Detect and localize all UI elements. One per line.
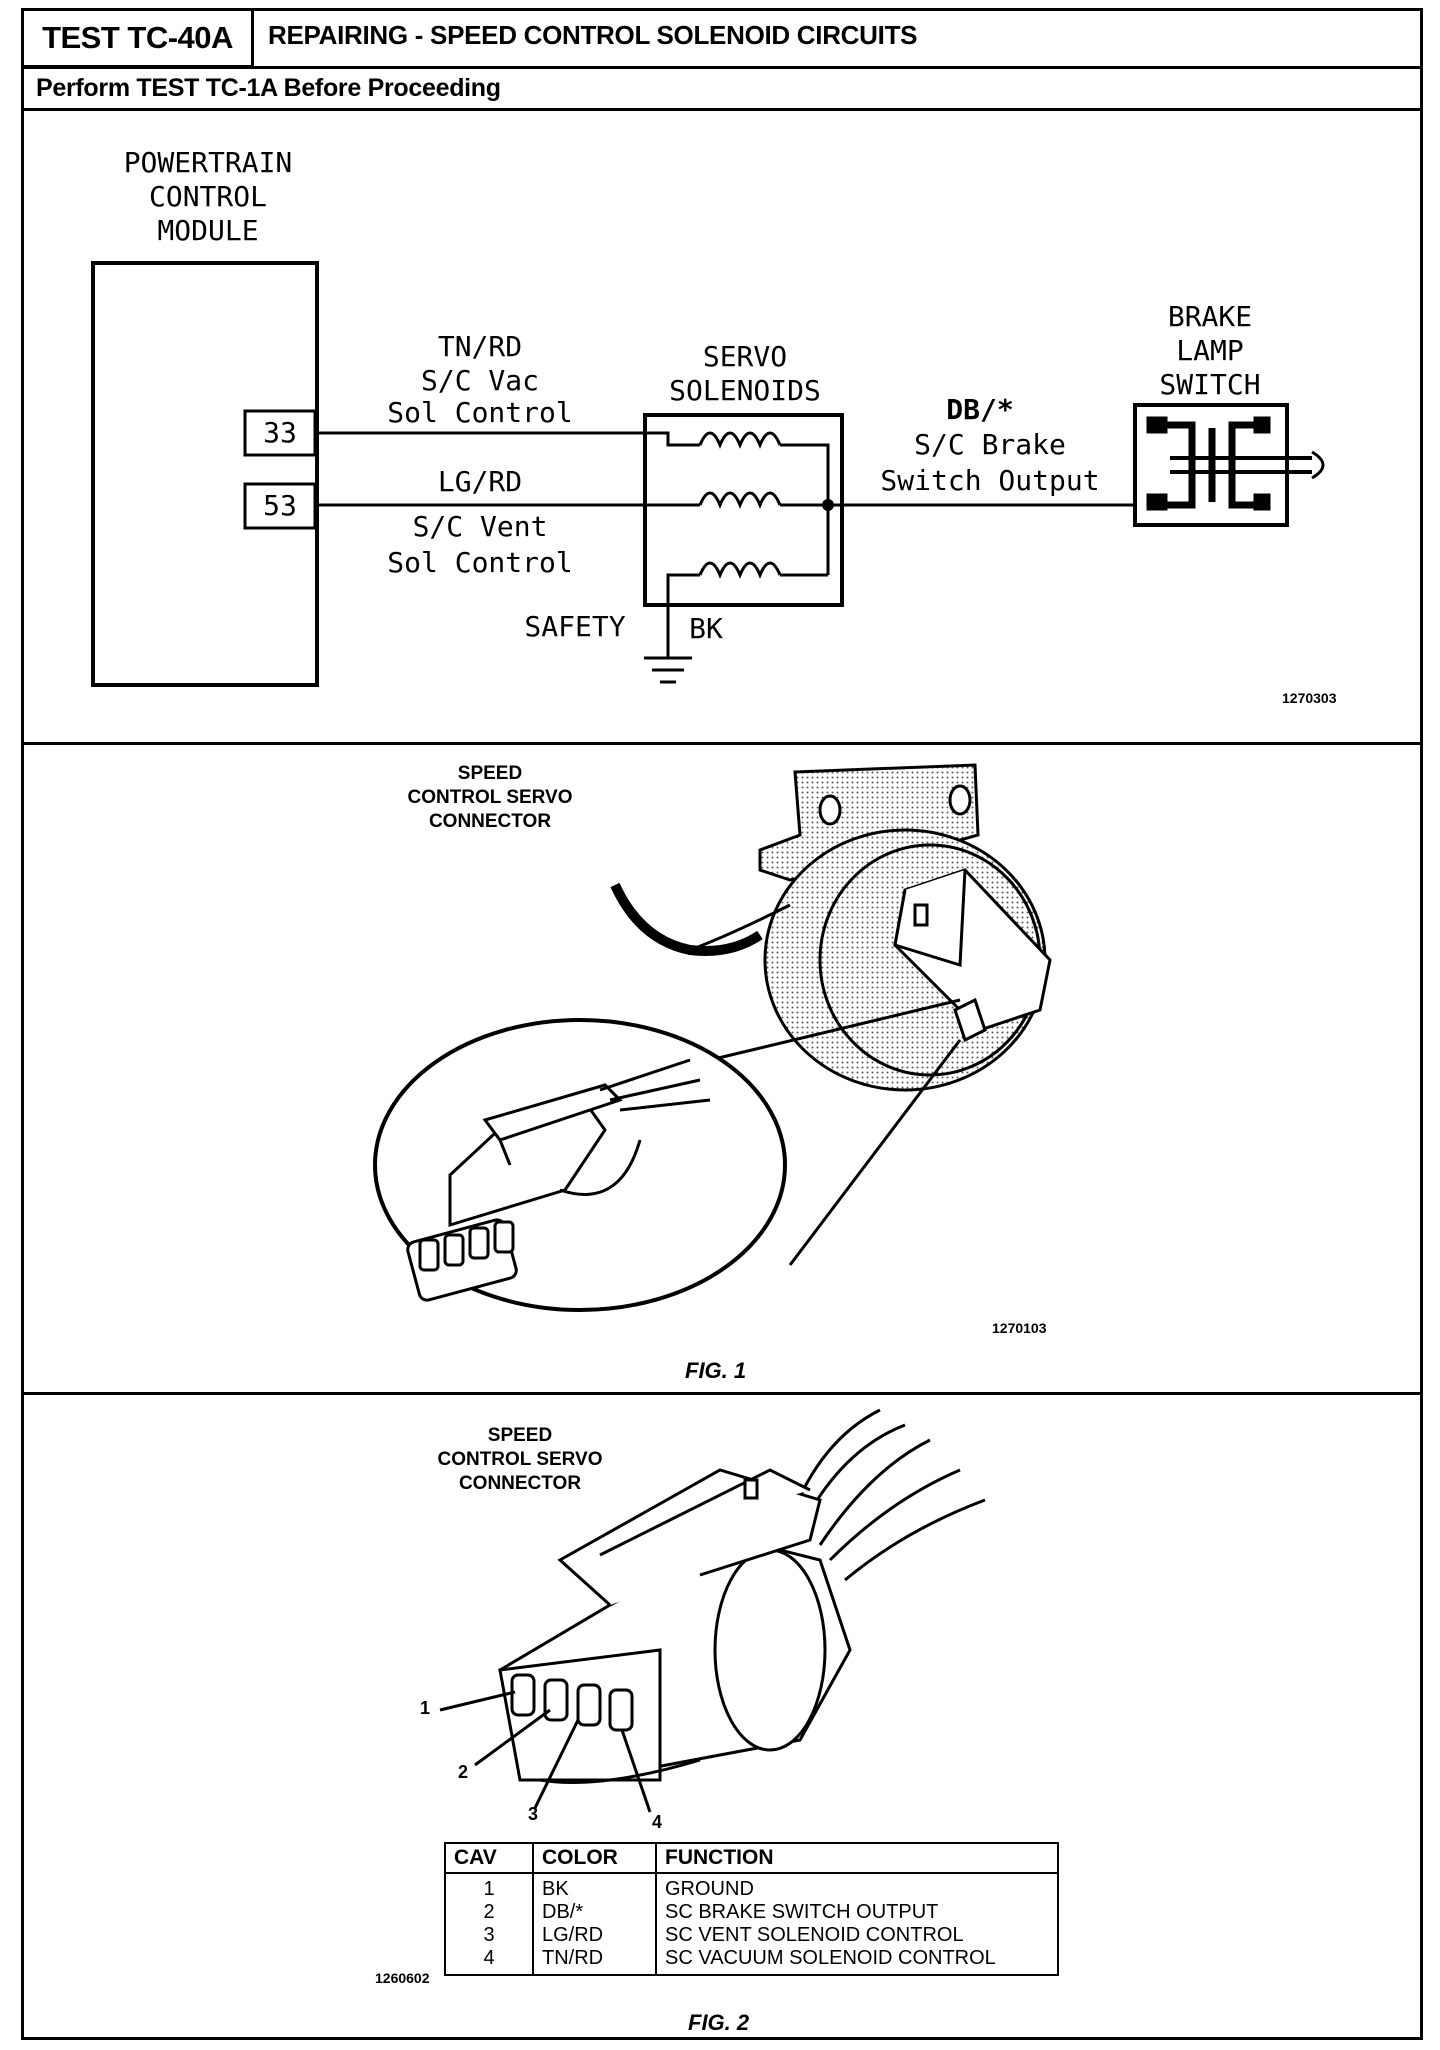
fig1-caption-2: CONTROL SERVO bbox=[407, 787, 573, 808]
header-color: COLOR bbox=[532, 1842, 657, 1874]
fig2-pin-4: 4 bbox=[652, 1812, 663, 1832]
table-row: 4 TN/RD SC VACUUM SOLENOID CONTROL bbox=[444, 1947, 1059, 1975]
cav-cell: 2 bbox=[444, 1901, 534, 1924]
table-row: 3 LG/RD SC VENT SOLENOID CONTROL bbox=[444, 1924, 1059, 1947]
fig2-caption-1: SPEED bbox=[487, 1425, 553, 1446]
wire2-name-1: S/C Vent bbox=[412, 510, 548, 543]
test-subtitle: Perform TEST TC-1A Before Proceeding bbox=[36, 74, 501, 102]
fig2-pin-1: 1 bbox=[420, 1698, 431, 1718]
wire1-name-1: S/C Vac bbox=[420, 364, 539, 397]
fig1-code: 1270103 bbox=[992, 1320, 1047, 1336]
fig2-code: 1260602 bbox=[375, 1970, 430, 1986]
fig2-caption-2: CONTROL SERVO bbox=[437, 1449, 603, 1470]
schematic-code: 1270303 bbox=[1282, 690, 1337, 706]
subtitle-divider bbox=[21, 108, 1423, 111]
pin-33-label: 33 bbox=[263, 416, 297, 449]
section-divider-1 bbox=[21, 742, 1423, 745]
cav-cell: 4 bbox=[444, 1947, 534, 1975]
wire1-color: TN/RD bbox=[437, 330, 523, 363]
pcm-label-1: POWERTRAIN bbox=[123, 146, 293, 179]
function-cell: SC BRAKE SWITCH OUTPUT bbox=[655, 1901, 1059, 1924]
pcm-label-2: CONTROL bbox=[148, 180, 267, 213]
brake-label-3: SWITCH bbox=[1159, 368, 1261, 401]
wire2-color: LG/RD bbox=[437, 465, 523, 498]
servo-box bbox=[643, 413, 844, 607]
function-cell: GROUND bbox=[655, 1873, 1059, 1901]
cav-cell: 1 bbox=[444, 1873, 534, 1901]
fig2-pin-3: 3 bbox=[528, 1804, 539, 1824]
color-cell: DB/* bbox=[532, 1901, 657, 1924]
header-divider bbox=[21, 66, 1423, 69]
servo-label-2: SOLENOIDS bbox=[669, 374, 821, 407]
brake-label-1: BRAKE bbox=[1167, 300, 1253, 333]
fig1-label: FIG. 1 bbox=[685, 1358, 747, 1383]
fig2-label: FIG. 2 bbox=[688, 2010, 750, 2035]
brake-wire-color: DB/* bbox=[946, 393, 1014, 426]
pcm-label-3: MODULE bbox=[157, 214, 259, 247]
servo-label-1: SERVO bbox=[702, 340, 788, 373]
color-cell: BK bbox=[532, 1873, 657, 1901]
test-title: REPAIRING - SPEED CONTROL SOLENOID CIRCU… bbox=[268, 20, 918, 50]
wire2-name-2: Sol Control bbox=[387, 546, 573, 579]
safety-label: SAFETY bbox=[524, 610, 626, 643]
function-cell: SC VENT SOLENOID CONTROL bbox=[655, 1924, 1059, 1947]
header-cav: CAV bbox=[444, 1842, 534, 1874]
ground-color: BK bbox=[689, 612, 723, 645]
fig2-pin-2: 2 bbox=[458, 1762, 469, 1782]
function-cell: SC VACUUM SOLENOID CONTROL bbox=[655, 1947, 1059, 1975]
fig1-caption-3: CONNECTOR bbox=[428, 811, 552, 832]
table-row: 1 BK GROUND bbox=[444, 1873, 1059, 1901]
table-row: 2 DB/* SC BRAKE SWITCH OUTPUT bbox=[444, 1901, 1059, 1924]
header-function: FUNCTION bbox=[655, 1842, 1059, 1874]
pcm-box bbox=[91, 261, 319, 687]
brake-wire-name-2: Switch Output bbox=[880, 464, 1100, 497]
pinout-table: CAV COLOR FUNCTION 1 BK GROUND 2 DB/* SC… bbox=[444, 1842, 1059, 1976]
brake-label-2: LAMP bbox=[1176, 334, 1244, 367]
page-frame bbox=[21, 8, 1423, 2040]
pin-53-label: 53 bbox=[263, 489, 297, 522]
brake-switch-box bbox=[1133, 403, 1289, 527]
table-header-row: CAV COLOR FUNCTION bbox=[444, 1842, 1059, 1874]
fig2-caption-3: CONNECTOR bbox=[458, 1473, 582, 1494]
fig1-caption-1: SPEED bbox=[457, 763, 523, 784]
section-divider-2 bbox=[21, 1392, 1423, 1395]
brake-wire-name-1: S/C Brake bbox=[914, 428, 1066, 461]
wire1-name-2: Sol Control bbox=[387, 396, 573, 429]
pin-53-box bbox=[243, 482, 317, 530]
cav-cell: 3 bbox=[444, 1924, 534, 1947]
pin-33-box bbox=[243, 409, 317, 457]
color-cell: TN/RD bbox=[532, 1947, 657, 1975]
color-cell: LG/RD bbox=[532, 1924, 657, 1947]
